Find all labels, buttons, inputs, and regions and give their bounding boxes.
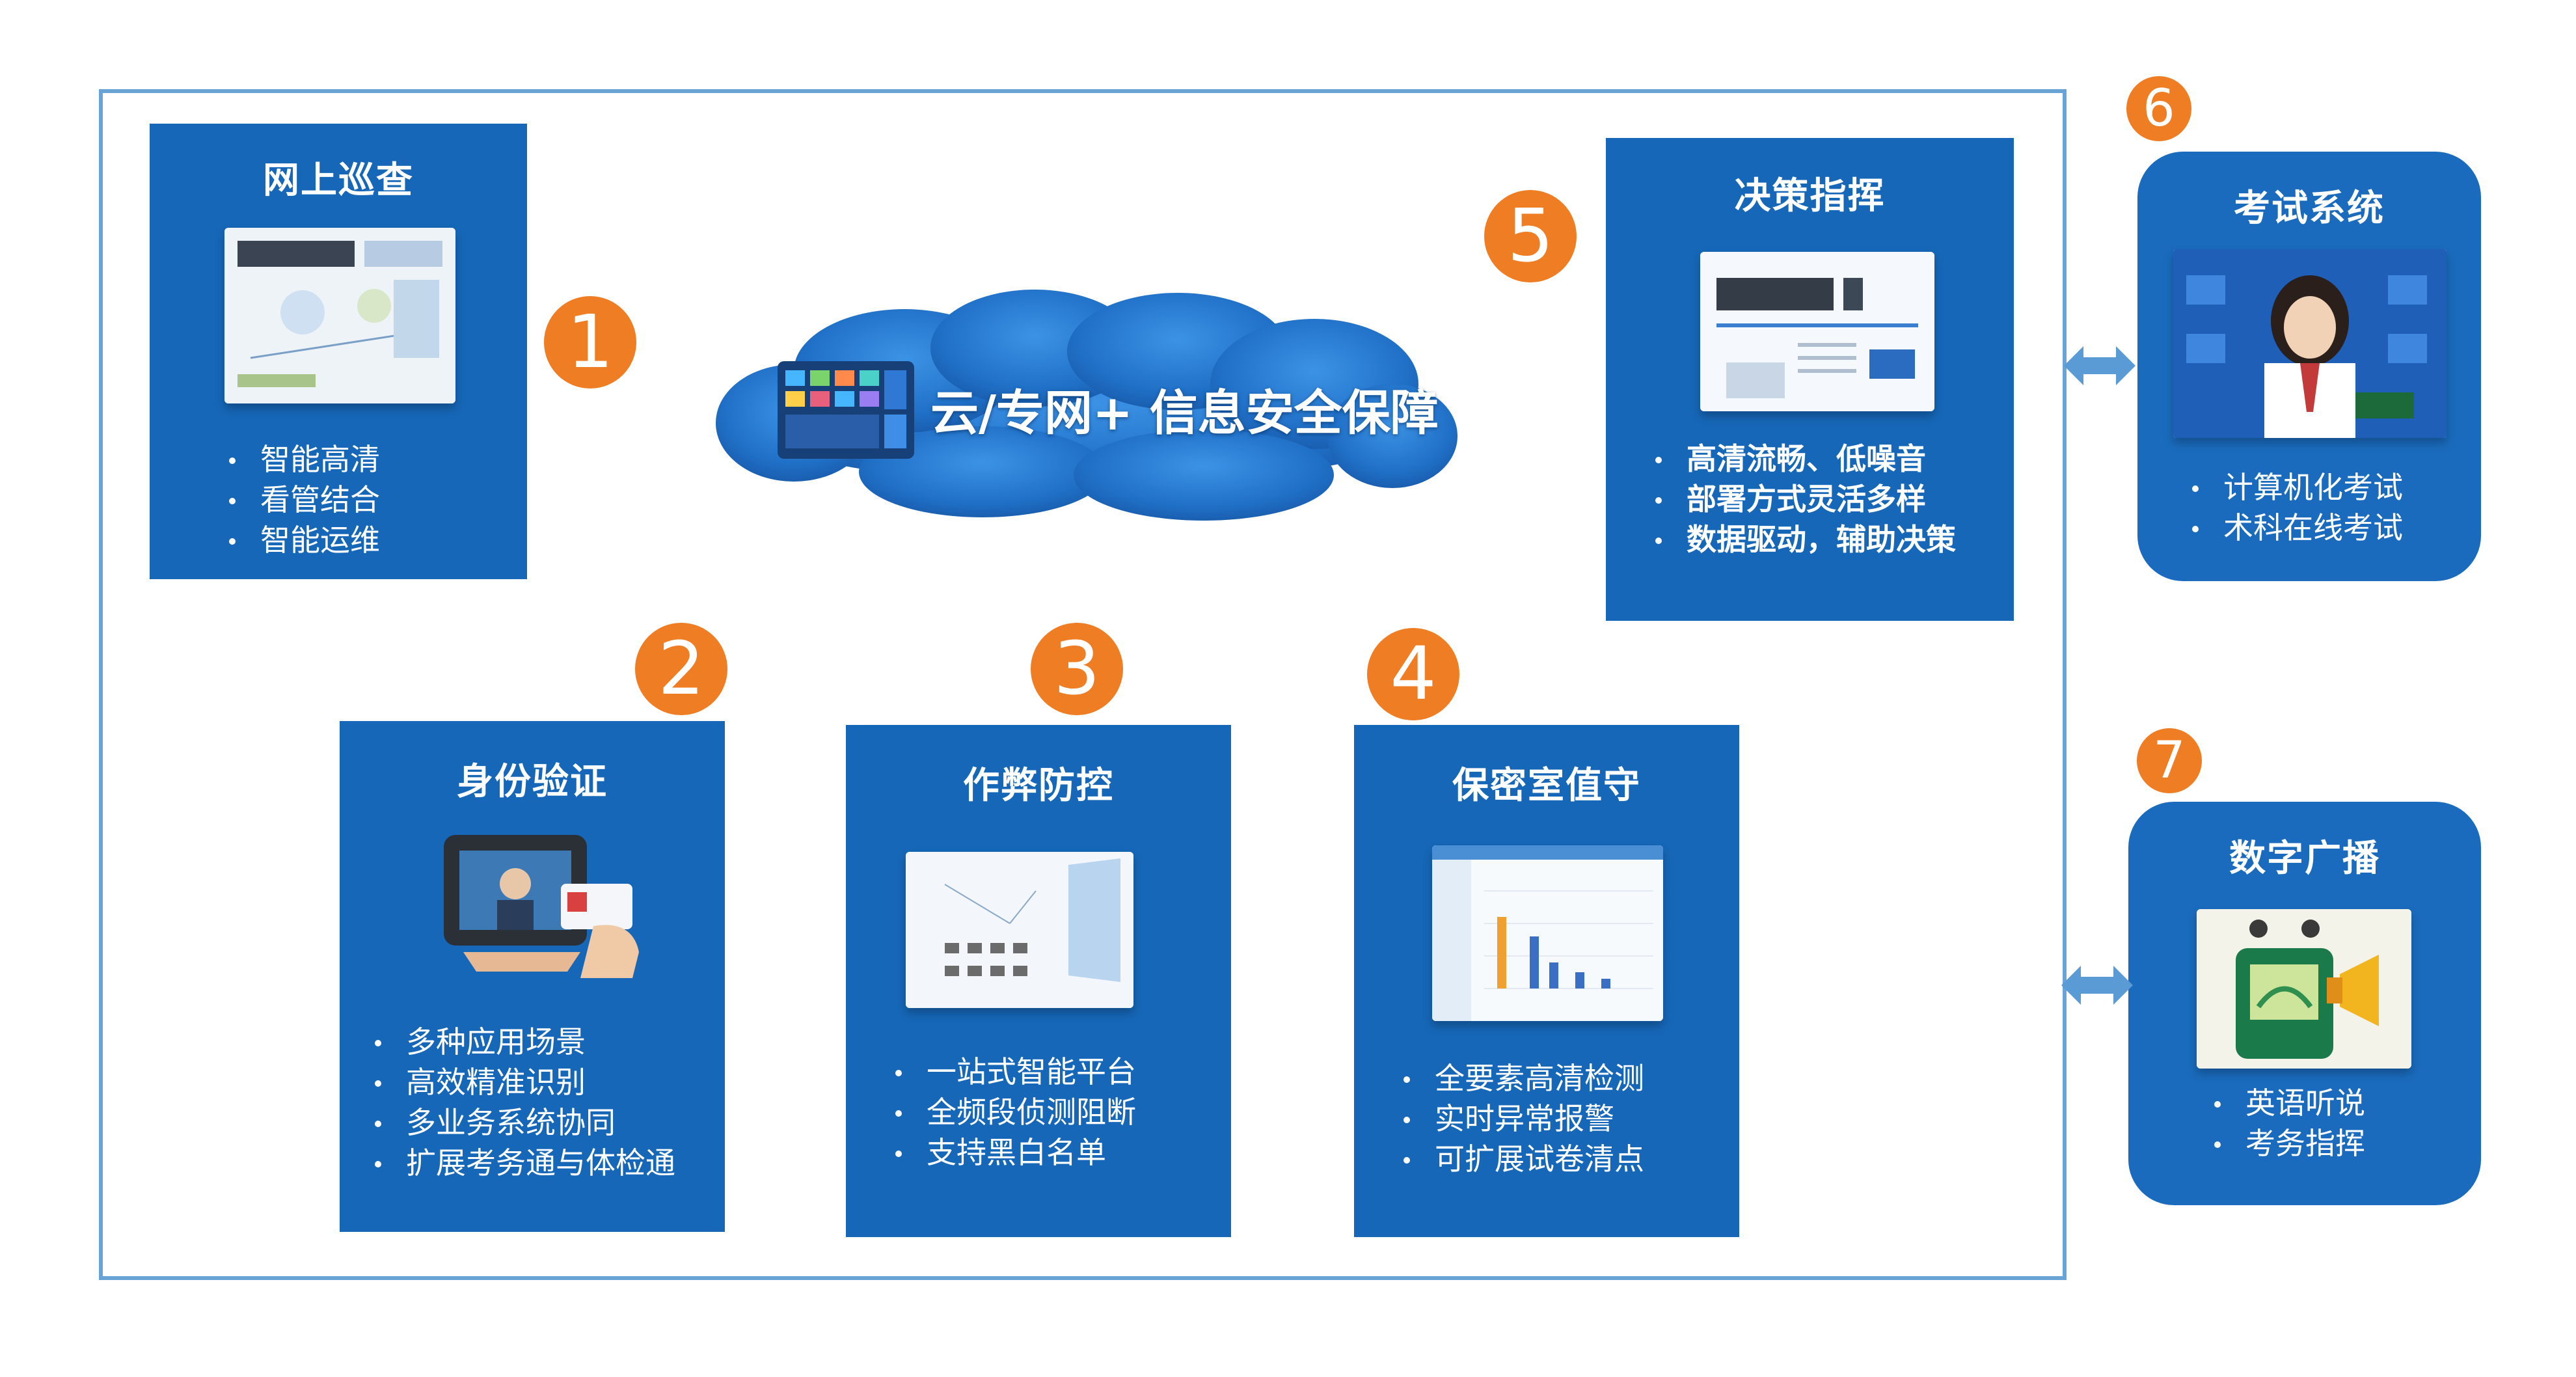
- bullet-item: 高效精准识别: [372, 1062, 675, 1102]
- bullet-item: 全频段侦测阻断: [893, 1092, 1136, 1132]
- badge-number-3: 3: [1031, 623, 1123, 715]
- bullet-item: 多种应用场景: [372, 1022, 675, 1062]
- bullet-item: 多业务系统协同: [372, 1102, 675, 1143]
- card-exam-system[interactable]: 考试系统 计算机化考试 术科在线考试: [2137, 152, 2481, 581]
- badge-number-5: 5: [1484, 190, 1577, 282]
- app-grid-icon: [778, 361, 914, 459]
- card-decision-command[interactable]: 决策指挥 高清流畅、低噪音 部署方式灵活多样 数据驱动，辅助决策: [1606, 138, 2014, 621]
- bullet-item: 术科在线考试: [2190, 508, 2403, 548]
- platform-screenshot-image: [906, 852, 1133, 1008]
- bidirectional-arrow-icon: [2061, 966, 2133, 1005]
- card-title: 保密室值守: [1452, 765, 1641, 807]
- patrol-screenshot-image: [224, 228, 455, 403]
- badge-number-1: 1: [544, 296, 636, 389]
- card-title: 网上巡查: [263, 159, 414, 202]
- card-bullets: 一站式智能平台 全频段侦测阻断 支持黑白名单: [893, 1052, 1136, 1173]
- bullet-item: 英语听说: [2212, 1083, 2365, 1123]
- broadcast-cartoon-image: [2197, 909, 2411, 1069]
- card-title: 决策指挥: [1734, 175, 1886, 217]
- card-title: 作弊防控: [963, 765, 1114, 807]
- bullet-item: 智能高清: [226, 439, 380, 480]
- bullet-item: 部署方式灵活多样: [1653, 479, 1956, 519]
- card-title: 身份验证: [457, 761, 608, 803]
- card-bullets: 计算机化考试 术科在线考试: [2190, 467, 2403, 548]
- card-title: 数字广播: [2229, 838, 2380, 880]
- cloud-label: 云/专网+ 信息安全保障: [930, 385, 1439, 441]
- card-title: 考试系统: [2234, 187, 2385, 230]
- bullet-item: 高清流畅、低噪音: [1653, 439, 1956, 479]
- bullet-item: 支持黑白名单: [893, 1132, 1136, 1173]
- card-cheating-prevention[interactable]: 作弊防控 一站式智能平台 全频段侦测阻断 支持黑白名单: [846, 725, 1231, 1237]
- badge-number-2: 2: [635, 623, 727, 715]
- badge-number-6: 6: [2126, 76, 2191, 141]
- bullet-item: 数据驱动，辅助决策: [1653, 519, 1956, 560]
- bullet-item: 一站式智能平台: [893, 1052, 1136, 1092]
- card-bullets: 高清流畅、低噪音 部署方式灵活多样 数据驱动，辅助决策: [1653, 439, 1956, 560]
- card-identity-verification[interactable]: 身份验证 多种应用场景 高效精准识别 多业务系统协同 扩展考务通与体检通: [340, 721, 725, 1232]
- badge-number-4: 4: [1367, 628, 1459, 720]
- bullet-item: 全要素高清检测: [1401, 1058, 1644, 1098]
- bullet-item: 扩展考务通与体检通: [372, 1143, 675, 1183]
- tablet-id-card-image: [437, 822, 645, 991]
- command-screenshot-image: [1700, 252, 1934, 411]
- student-photo-image: [2173, 249, 2447, 438]
- bullet-item: 智能运维: [226, 520, 380, 560]
- bidirectional-arrow-icon: [2064, 346, 2135, 385]
- card-bullets: 全要素高清检测 实时异常报警 可扩展试卷清点: [1401, 1058, 1644, 1179]
- badge-number-7: 7: [2137, 728, 2202, 793]
- bullet-item: 可扩展试卷清点: [1401, 1139, 1644, 1179]
- monitoring-chart-image: [1432, 845, 1663, 1021]
- card-bullets: 英语听说 考务指挥: [2212, 1083, 2365, 1164]
- main-frame: [99, 89, 2067, 1280]
- card-digital-broadcast[interactable]: 数字广播 英语听说 考务指挥: [2128, 802, 2481, 1205]
- bullet-item: 计算机化考试: [2190, 467, 2403, 508]
- card-online-patrol[interactable]: 网上巡查 智能高清 看管结合 智能运维: [150, 124, 527, 579]
- card-bullets: 多种应用场景 高效精准识别 多业务系统协同 扩展考务通与体检通: [372, 1022, 675, 1183]
- card-secure-room-monitoring[interactable]: 保密室值守 全要素高清检测 实时异常报警 可扩展试卷清点: [1354, 725, 1739, 1237]
- bullet-item: 实时异常报警: [1401, 1098, 1644, 1139]
- bullet-item: 考务指挥: [2212, 1123, 2365, 1164]
- bullet-item: 看管结合: [226, 480, 380, 520]
- card-bullets: 智能高清 看管结合 智能运维: [226, 439, 380, 560]
